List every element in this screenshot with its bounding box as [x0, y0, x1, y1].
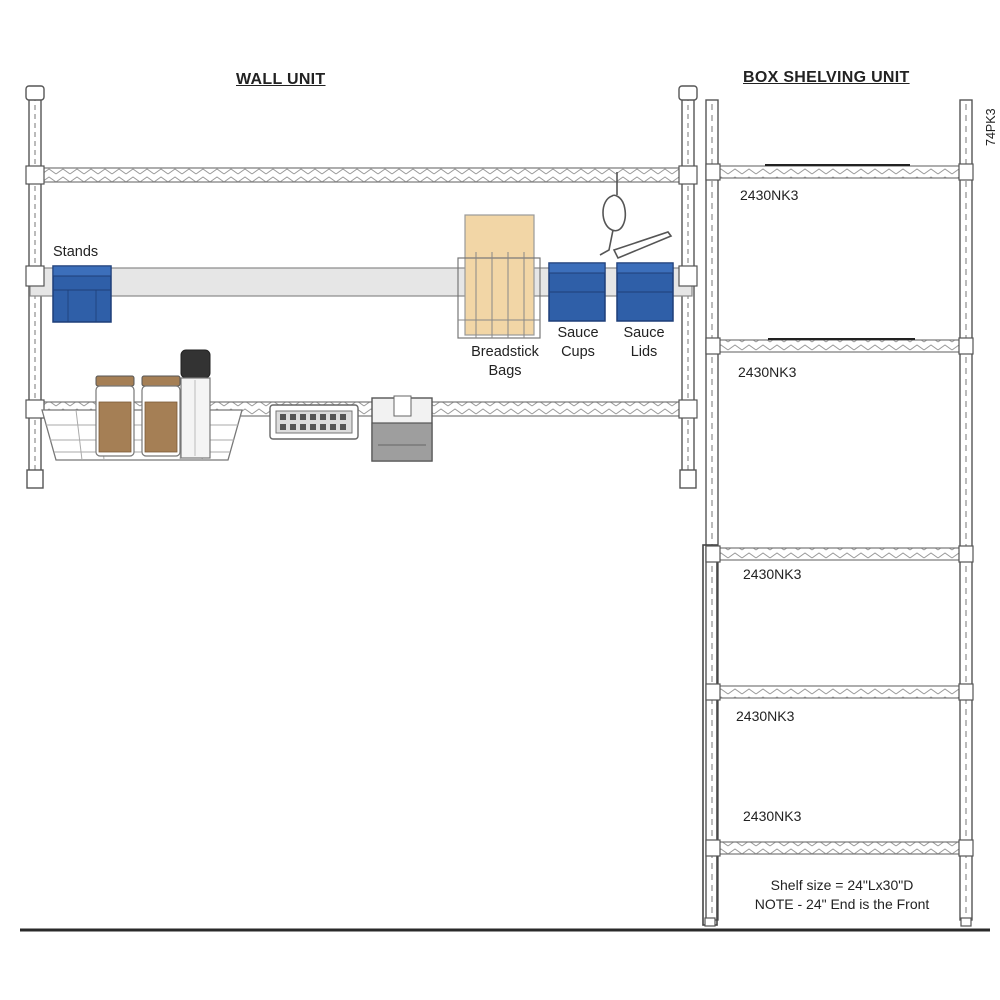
spice-jar: [95, 375, 135, 457]
box-post-left: [702, 99, 719, 927]
sauce-cups-label-line1: Sauce: [557, 325, 599, 341]
box-shelving-unit: [702, 99, 974, 927]
shelf-code-3: 2430NK3: [743, 566, 802, 582]
wall-unit: [25, 85, 698, 489]
breadstick-bags-label-line2: Bags: [488, 363, 522, 379]
stands-bin: [52, 265, 112, 323]
wall-top-shelf: [25, 165, 698, 185]
breadstick-bags-label: Breadstick Bags: [458, 343, 552, 381]
breadstick-bags-label-line1: Breadstick: [471, 344, 539, 360]
shelf-code-5: 2430NK3: [743, 808, 802, 824]
spice-jar: [141, 375, 181, 457]
shelf-code-4: 2430NK3: [736, 708, 795, 724]
hanging-tool-icon: [599, 172, 673, 260]
box-shelving-unit-title: BOX SHELVING UNIT: [743, 69, 910, 86]
box-shelf-5: [705, 839, 974, 857]
wall-unit-title: WALL UNIT: [236, 71, 326, 88]
shaker-canister: [180, 349, 211, 459]
box-shelf-1: [705, 163, 974, 181]
shelf-code-1: 2430NK3: [740, 187, 799, 203]
box-post-right: [959, 99, 973, 927]
sauce-lids-label: Sauce Lids: [614, 324, 674, 362]
sauce-cups-label-line2: Cups: [561, 344, 595, 360]
sauce-cups-bin: [548, 262, 606, 322]
box-shelf-2: [705, 337, 974, 355]
box-shelf-4: [705, 683, 974, 701]
sauce-lids-bin: [616, 262, 674, 322]
sauce-lids-label-line1: Sauce: [623, 325, 665, 341]
breadstick-bags: [457, 214, 541, 339]
stands-label: Stands: [53, 244, 99, 260]
sauce-cups-label: Sauce Cups: [548, 324, 608, 362]
holder-box: [371, 395, 433, 462]
sauce-lids-label-line2: Lids: [630, 344, 658, 360]
ticket-rack: [269, 404, 359, 440]
shelf-code-2: 2430NK3: [738, 364, 797, 380]
shelf-size-note-line1: Shelf size = 24"Lx30"D: [770, 877, 914, 893]
box-shelf-3: [705, 545, 974, 563]
shelf-size-note: Shelf size = 24"Lx30"D NOTE - 24" End is…: [722, 876, 962, 914]
shelf-size-note-line2: NOTE - 24" End is the Front: [754, 896, 930, 912]
